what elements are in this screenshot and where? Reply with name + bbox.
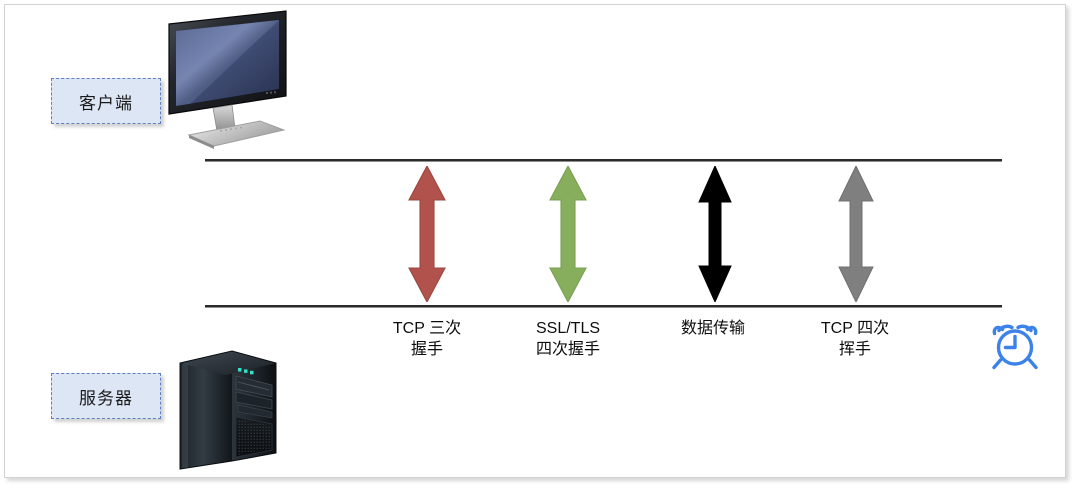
server-tower-icon xyxy=(172,345,294,477)
alarm-clock-icon xyxy=(988,318,1042,372)
role-label-server-text: 服务器 xyxy=(79,388,133,408)
step-label-tcp-teardown: TCP 四次 挥手 xyxy=(820,320,890,358)
step-label-ssl-tls-handshake: SSL/TLS 四次握手 xyxy=(535,320,601,358)
arrow-ssl-tls-handshake xyxy=(545,166,591,302)
arrow-tcp-teardown xyxy=(833,166,879,302)
server-timeline xyxy=(205,305,1002,308)
arrow-shape xyxy=(838,166,874,302)
arrow-shape xyxy=(698,166,732,302)
role-label-server: 服务器 xyxy=(51,373,161,419)
client-timeline xyxy=(205,159,1002,162)
arrow-shape xyxy=(549,166,587,302)
arrow-data-transfer xyxy=(692,166,738,302)
role-label-client-text: 客户端 xyxy=(79,93,133,113)
step-label-tcp-handshake: TCP 三次 握手 xyxy=(392,320,462,358)
arrow-shape xyxy=(408,166,446,302)
step-label-data-transfer: 数据传输 xyxy=(680,320,745,337)
role-label-client: 客户端 xyxy=(51,78,161,124)
arrow-tcp-handshake xyxy=(404,166,450,302)
desktop-monitor-icon xyxy=(160,8,300,150)
